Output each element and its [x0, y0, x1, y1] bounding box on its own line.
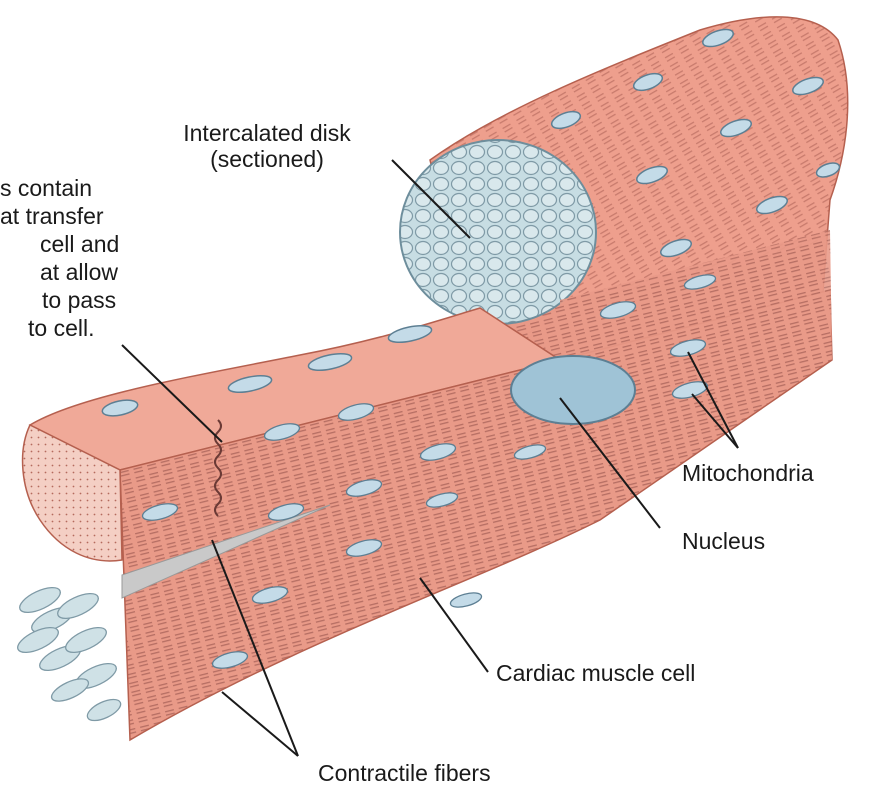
label-intercalated-disk-line2: (sectioned) [152, 146, 382, 172]
label-contractile-fibers: Contractile fibers [318, 760, 491, 786]
label-mitochondria: Mitochondria [682, 460, 814, 486]
label-cardiac-muscle-cell: Cardiac muscle cell [496, 660, 695, 686]
note-line6: to cell. [0, 314, 160, 342]
note-line2: at transfer [0, 202, 160, 230]
note-line5: to pass [0, 286, 160, 314]
note-line4: at allow [0, 258, 160, 286]
label-intercalated-disk-line1: Intercalated disk [152, 120, 382, 146]
note-line1: s contain [0, 174, 160, 202]
disk-face [400, 140, 596, 324]
leader-cardiac-cell [420, 578, 488, 672]
note-line3: cell and [0, 230, 160, 258]
protruding-cell-ends [14, 583, 123, 725]
label-gap-junction-note: s contain at transfer cell and at allow … [0, 174, 160, 342]
label-nucleus: Nucleus [682, 528, 765, 554]
label-intercalated-disk: Intercalated disk (sectioned) [152, 120, 382, 172]
intercalated-disk-section [400, 140, 596, 324]
leader-contractile-2 [222, 692, 298, 756]
